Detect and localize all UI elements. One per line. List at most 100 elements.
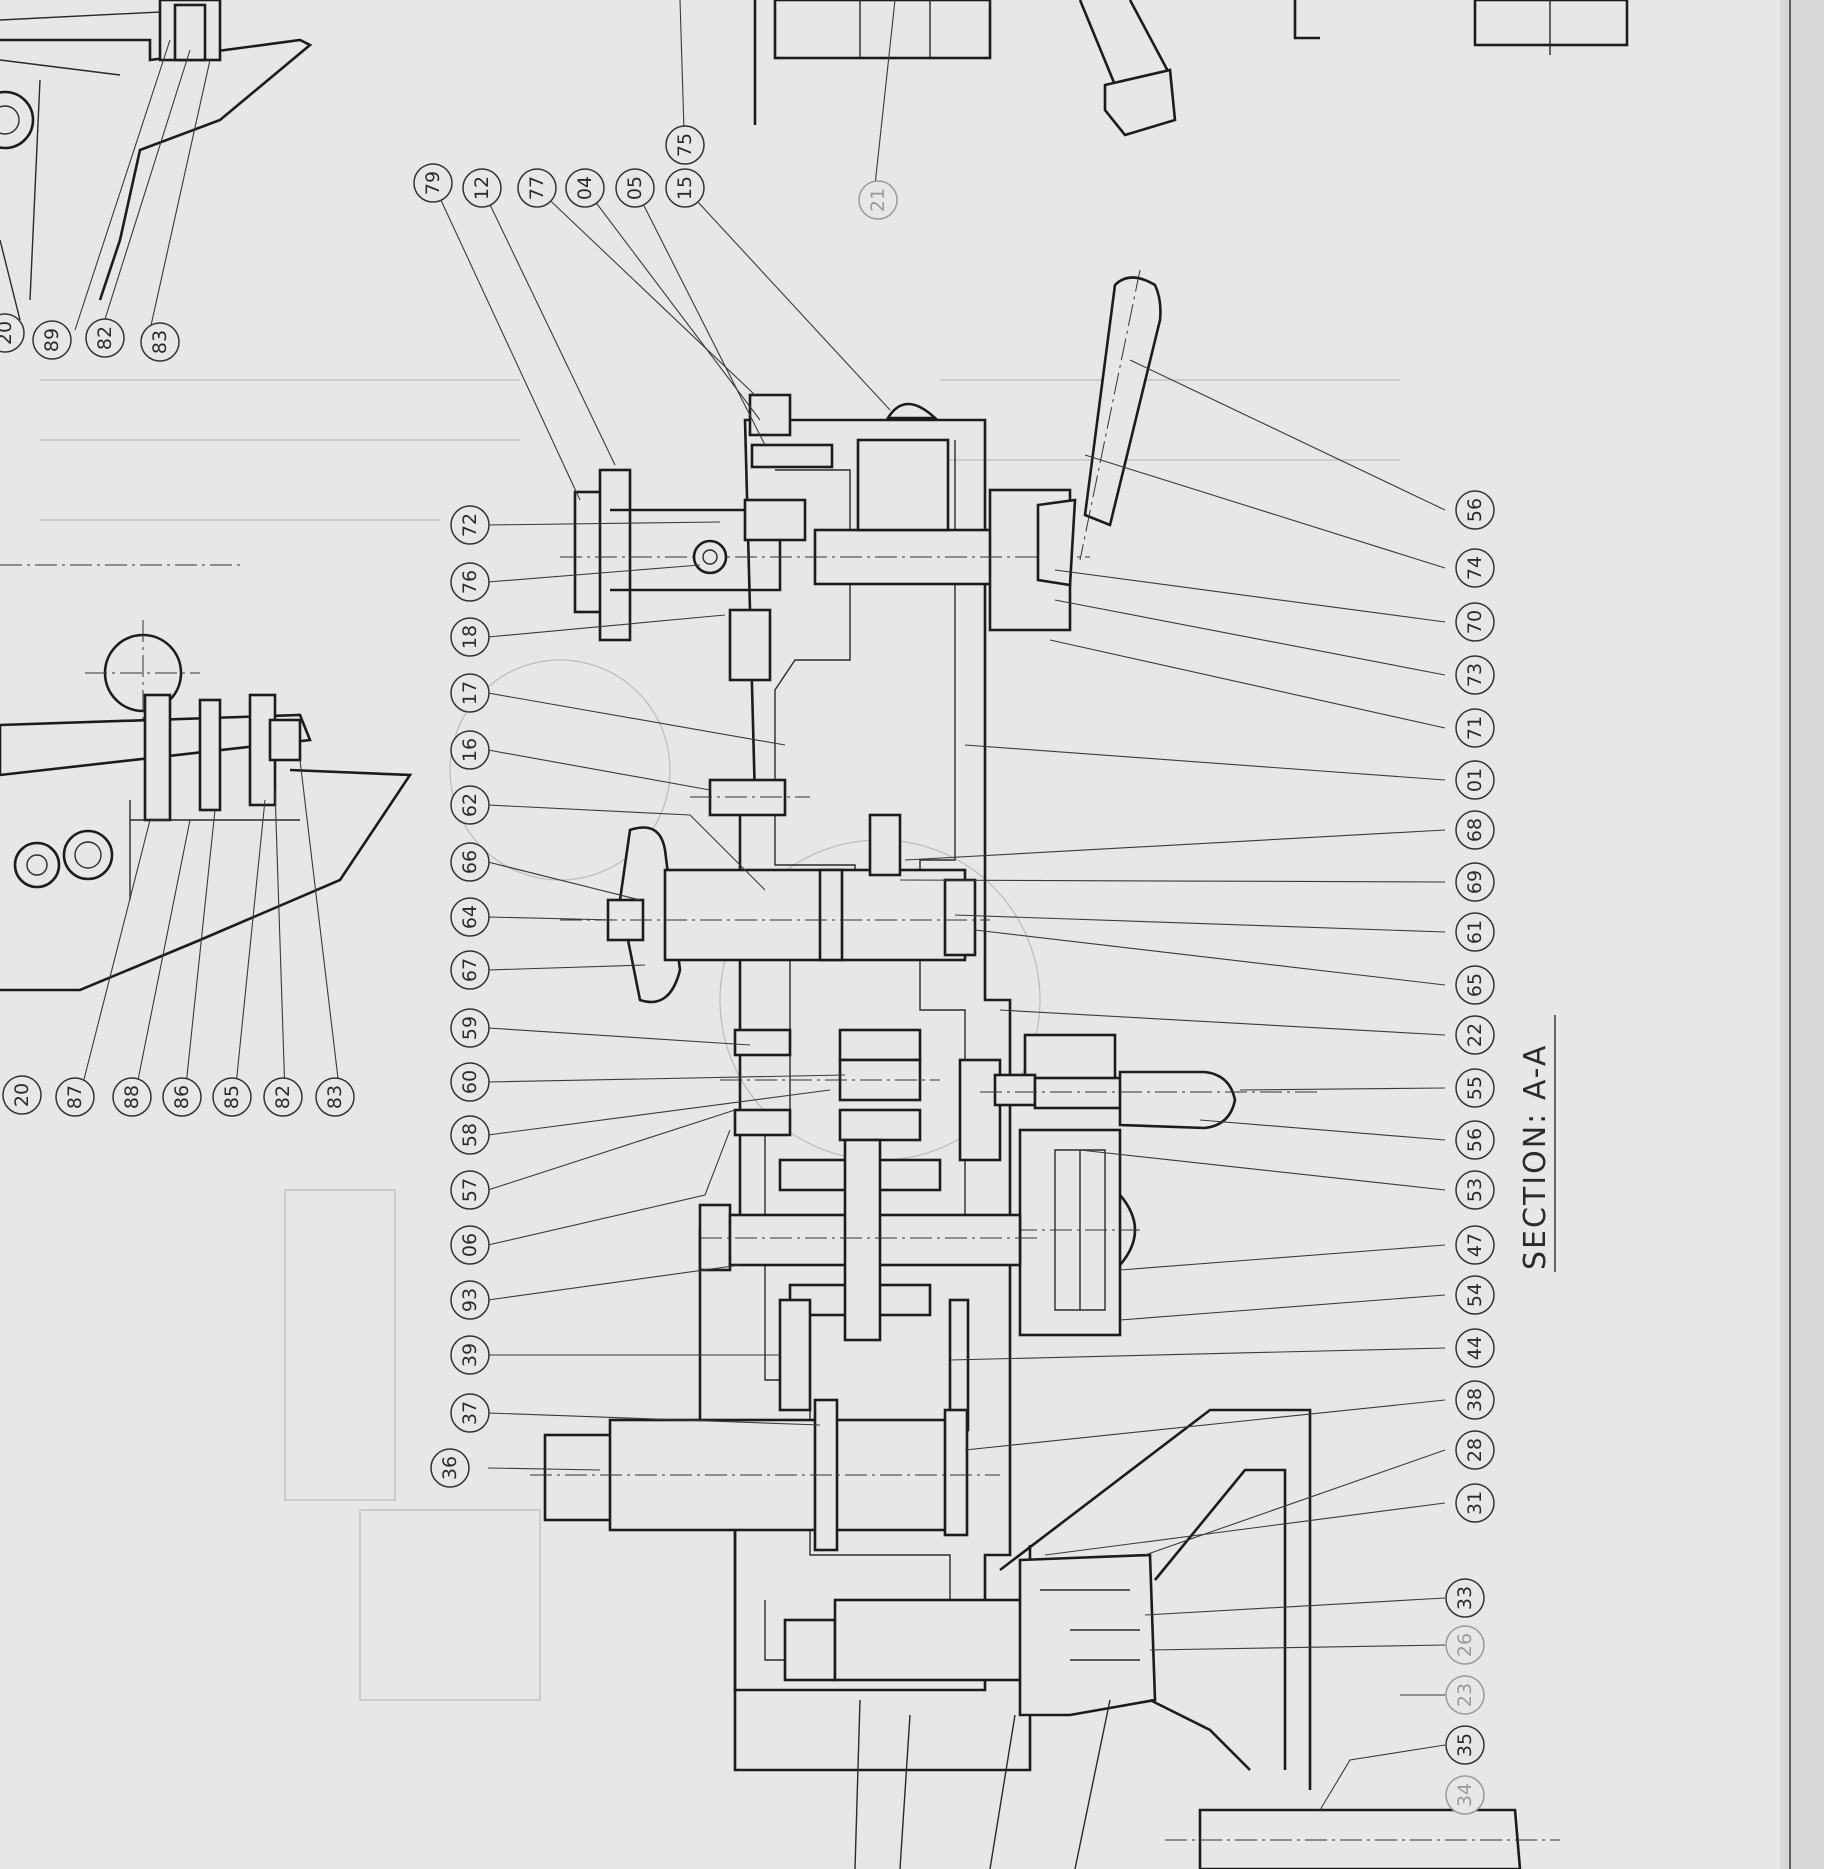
svg-text:23: 23: [1454, 1683, 1476, 1707]
svg-text:83: 83: [149, 330, 171, 354]
svg-text:22: 22: [1464, 1023, 1486, 1047]
svg-text:66: 66: [459, 850, 481, 874]
callout-83-lower: 83: [315, 1077, 355, 1117]
callout-37: 37: [450, 1393, 490, 1433]
right-callouts: 56 74 70 73 71 01 68 69 61 65 22 55 56 5…: [1445, 490, 1495, 1815]
callout-93: 93: [450, 1280, 490, 1320]
svg-text:58: 58: [459, 1123, 481, 1147]
svg-text:38: 38: [1464, 1388, 1486, 1412]
callout-59: 59: [450, 1008, 490, 1048]
callout-47: 47: [1455, 1225, 1495, 1265]
svg-text:01: 01: [1464, 768, 1486, 792]
svg-text:65: 65: [1464, 973, 1486, 997]
svg-text:71: 71: [1464, 716, 1486, 740]
callout-33: 33: [1445, 1578, 1485, 1618]
callout-62: 62: [450, 785, 490, 825]
lower-left-callouts: 20 87 88 86 85 82 83: [2, 1075, 355, 1117]
callout-34: 34: [1445, 1775, 1485, 1815]
svg-text:83: 83: [324, 1085, 346, 1109]
svg-text:56: 56: [1464, 498, 1486, 522]
callout-20-lower: 20: [2, 1075, 42, 1115]
callout-76: 76: [450, 562, 490, 602]
svg-text:62: 62: [459, 793, 481, 817]
callout-56: 56: [1455, 1120, 1495, 1160]
svg-text:93: 93: [459, 1288, 481, 1312]
svg-text:72: 72: [459, 513, 481, 537]
svg-text:05: 05: [624, 176, 646, 200]
svg-text:82: 82: [272, 1085, 294, 1109]
callout-18: 18: [450, 617, 490, 657]
callout-57: 57: [450, 1170, 490, 1210]
svg-text:37: 37: [459, 1401, 481, 1425]
svg-text:74: 74: [1464, 556, 1486, 580]
callout-61: 61: [1455, 912, 1495, 952]
callout-23: 23: [1445, 1675, 1485, 1715]
top-partial-views: [753, 0, 1629, 137]
callout-66: 66: [450, 842, 490, 882]
callout-86: 86: [162, 1077, 202, 1117]
callout-82-upper: 82: [85, 318, 125, 358]
callout-69: 69: [1455, 862, 1495, 902]
svg-text:53: 53: [1464, 1178, 1486, 1202]
svg-text:26: 26: [1454, 1633, 1476, 1657]
svg-text:57: 57: [459, 1178, 481, 1202]
leader-lines: [432, 0, 1446, 1811]
callout-04: 04: [565, 168, 605, 208]
svg-text:73: 73: [1464, 663, 1486, 687]
callout-74: 74: [1455, 548, 1495, 588]
svg-text:68: 68: [1464, 818, 1486, 842]
svg-text:85: 85: [221, 1085, 243, 1109]
svg-text:76: 76: [459, 570, 481, 594]
callout-71: 71: [1455, 708, 1495, 748]
callout-87: 87: [55, 1077, 95, 1117]
callout-05: 05: [615, 168, 655, 208]
callout-58: 58: [450, 1115, 490, 1155]
callout-89: 89: [32, 320, 72, 360]
svg-text:20: 20: [0, 321, 16, 345]
svg-text:33: 33: [1454, 1586, 1476, 1610]
lower-left-partial-view: [0, 564, 413, 1096]
callout-67: 67: [450, 950, 490, 990]
upper-left-callouts: 20 89 82 83: [0, 313, 180, 362]
svg-text:15: 15: [674, 176, 696, 200]
callout-64: 64: [450, 897, 490, 937]
svg-text:35: 35: [1454, 1733, 1476, 1757]
svg-text:79: 79: [422, 171, 444, 195]
callout-79: 79: [413, 163, 453, 203]
top-callouts: 79 12 77 04 05 15 75 21: [413, 125, 898, 220]
page-right-edge: [1780, 0, 1824, 1869]
callout-75: 75: [665, 125, 705, 165]
svg-text:39: 39: [459, 1343, 481, 1367]
callout-53: 53: [1455, 1170, 1495, 1210]
svg-text:60: 60: [459, 1070, 481, 1094]
callout-31: 31: [1455, 1483, 1495, 1523]
svg-text:17: 17: [459, 681, 481, 705]
callout-12: 12: [462, 168, 502, 208]
left-callouts: 72 76 18 17 16 62 66 64 67 59 60 58 57 0…: [430, 505, 490, 1488]
callout-83-upper: 83: [140, 322, 180, 362]
svg-text:06: 06: [459, 1233, 481, 1257]
section-title: SECTION: A-A: [1518, 1044, 1553, 1270]
svg-text:44: 44: [1464, 1336, 1486, 1360]
svg-text:82: 82: [94, 326, 116, 350]
svg-text:54: 54: [1464, 1283, 1486, 1307]
svg-text:20: 20: [11, 1083, 33, 1107]
callout-73: 73: [1455, 655, 1495, 695]
svg-text:59: 59: [459, 1016, 481, 1040]
callout-35: 35: [1445, 1725, 1485, 1765]
callout-01: 01: [1455, 760, 1495, 800]
svg-text:55: 55: [1464, 1076, 1486, 1100]
svg-text:36: 36: [439, 1456, 461, 1480]
svg-text:31: 31: [1464, 1491, 1486, 1515]
callout-06: 06: [450, 1225, 490, 1265]
svg-text:89: 89: [41, 328, 63, 352]
svg-text:87: 87: [64, 1085, 86, 1109]
svg-text:28: 28: [1464, 1438, 1486, 1462]
svg-text:12: 12: [471, 176, 493, 200]
callout-85: 85: [212, 1077, 252, 1117]
svg-text:70: 70: [1464, 610, 1486, 634]
section-title-group: SECTION: A-A: [1518, 1015, 1556, 1272]
main-section-assembly: [530, 269, 1560, 1869]
svg-text:88: 88: [121, 1085, 143, 1109]
